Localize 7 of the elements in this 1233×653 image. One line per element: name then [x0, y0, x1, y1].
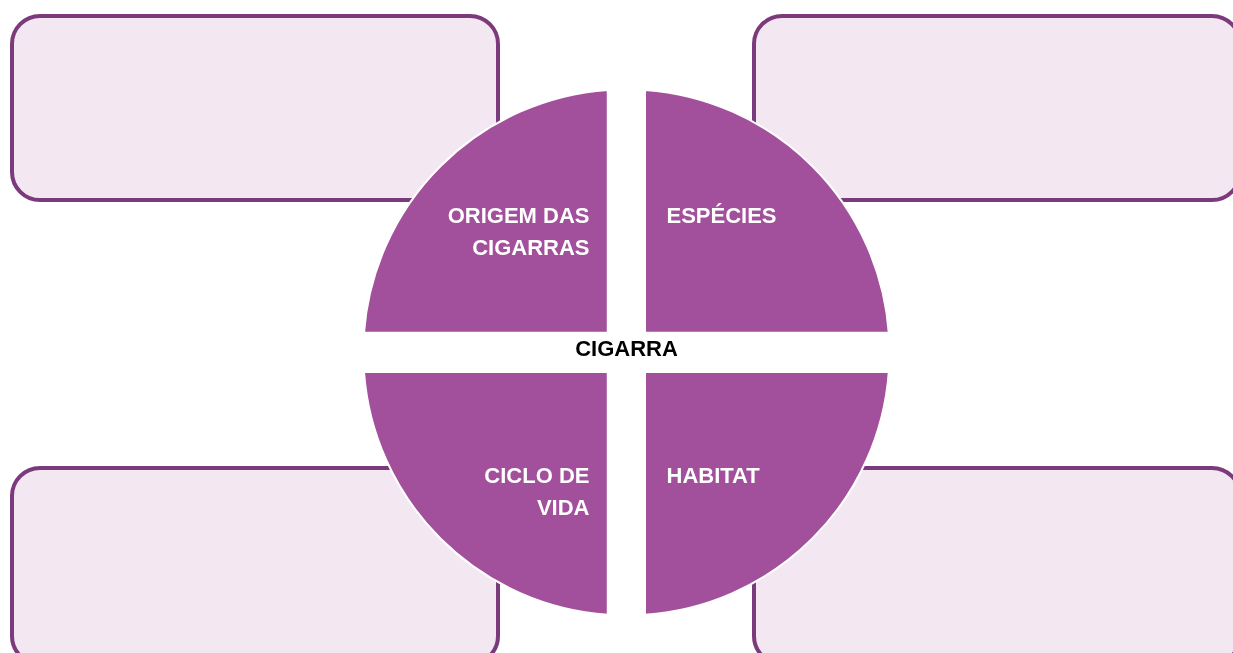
rounded-box	[10, 14, 500, 202]
central-topic: CIGARRA	[574, 336, 679, 362]
section-label: HABITAT	[666, 462, 761, 490]
section-label: CICLO DE VIDA	[483, 462, 590, 522]
section-label: ORIGEM DAS CIGARRAS	[446, 202, 590, 262]
section-label: ESPÉCIES	[666, 202, 778, 230]
rounded-box	[752, 14, 1233, 202]
